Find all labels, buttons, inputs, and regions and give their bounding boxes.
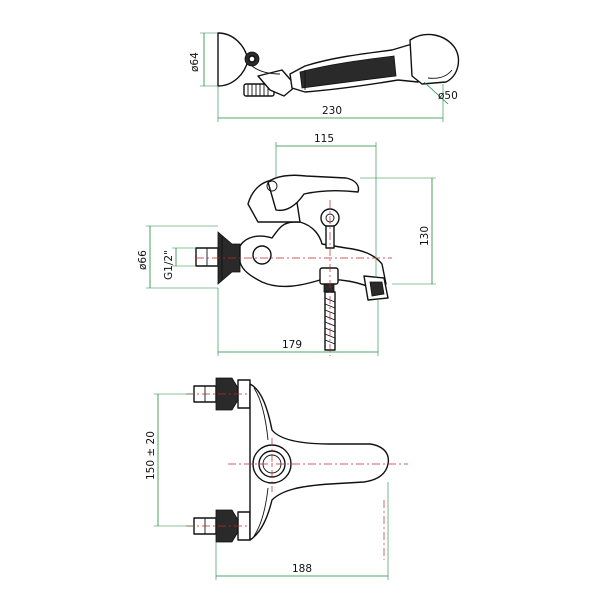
hose-connection [319, 267, 339, 285]
side-view: 115 130 ø66 G1/2" 179 [137, 133, 436, 356]
dim-height: 130 [419, 226, 431, 246]
dim-handshower-length: 230 [322, 105, 342, 117]
dim-spray-diameter: ø50 [438, 90, 458, 102]
handshower-view: ø64 230 ø50 [189, 32, 460, 122]
dim-thread: G1/2" [163, 250, 175, 280]
dim-escutcheon-diameter: ø66 [137, 250, 149, 270]
mixer-body-top [249, 383, 390, 541]
dim-centers: 150 ± 20 [145, 431, 157, 480]
mixer-body [239, 221, 387, 291]
dim-handshower-diameter: ø64 [189, 52, 201, 72]
wall-holder [217, 32, 249, 87]
dim-side-width: 179 [282, 339, 302, 351]
hose [243, 65, 297, 97]
dim-spout-reach: 115 [314, 133, 334, 145]
dim-top-width: 188 [292, 563, 312, 575]
top-view: 150 ± 20 188 [145, 377, 408, 580]
handshower-head [409, 33, 460, 85]
lever-handle [267, 174, 360, 212]
